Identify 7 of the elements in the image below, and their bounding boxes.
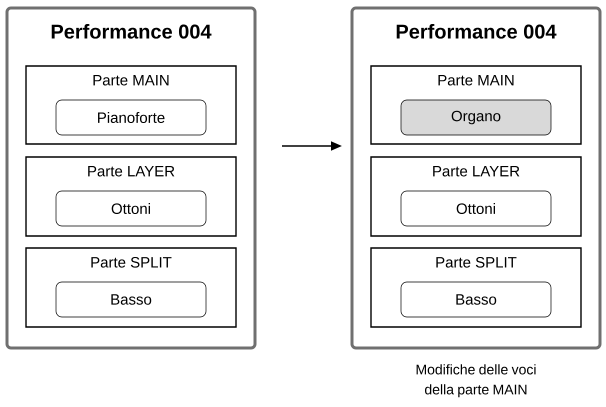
voice-display: Pianoforte	[56, 100, 206, 136]
voice-display: Basso	[400, 282, 552, 318]
voice-display: Basso	[56, 282, 206, 318]
node-label: Modifiche delle voci della parte MAIN	[416, 364, 536, 398]
voice-display: Organo	[400, 100, 552, 136]
voice-display: Ottoni	[56, 190, 206, 226]
voice-display: Ottoni	[400, 190, 552, 226]
